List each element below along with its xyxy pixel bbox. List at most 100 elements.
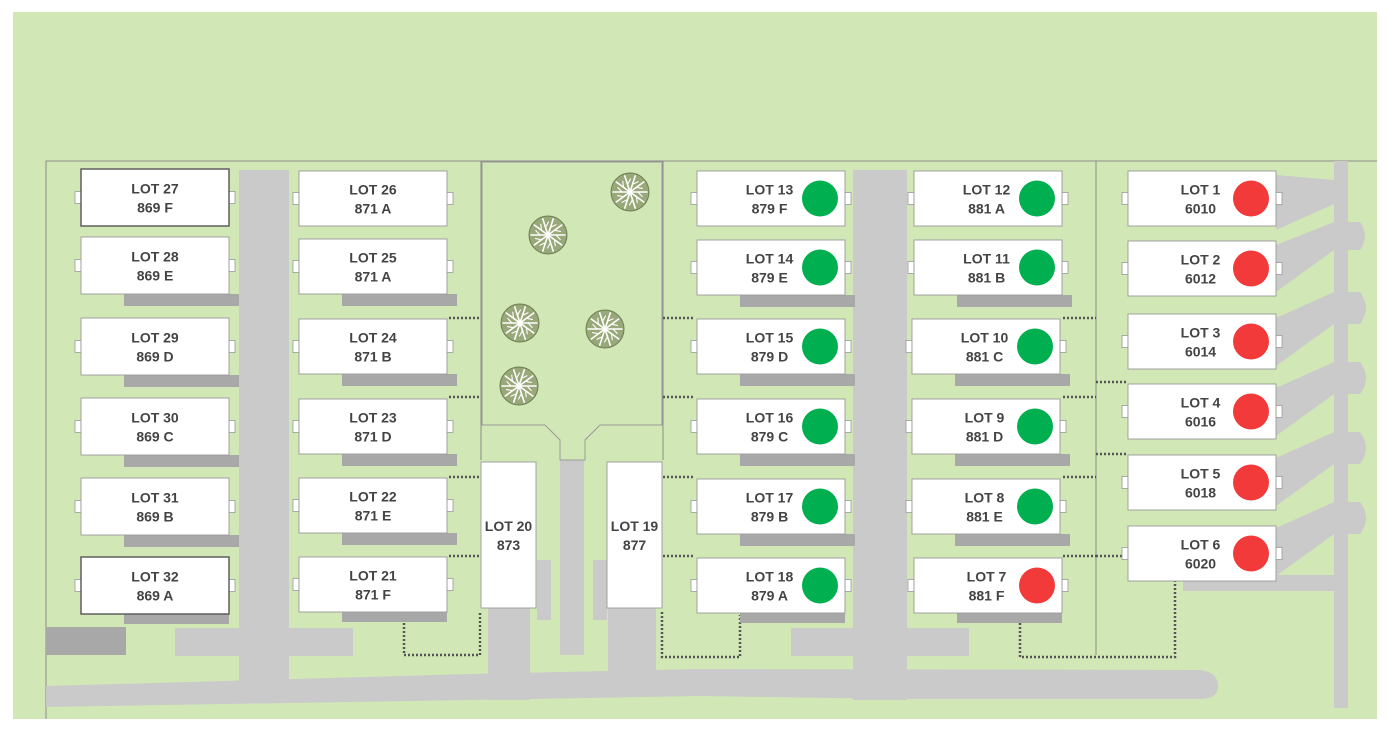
porch-stub bbox=[292, 499, 300, 512]
porch-stub bbox=[905, 340, 913, 353]
lot-number-label: LOT 4 bbox=[1181, 395, 1221, 411]
lot-address-label: 871 B bbox=[354, 349, 391, 365]
lot-number-label: LOT 13 bbox=[746, 182, 794, 198]
available-status-dot bbox=[1019, 249, 1055, 286]
garage-strip bbox=[124, 614, 229, 624]
porch-stub bbox=[690, 500, 698, 513]
available-status-dot bbox=[802, 488, 838, 525]
tree-icon bbox=[500, 303, 540, 343]
porch-stub bbox=[74, 191, 82, 204]
roads bbox=[46, 161, 1366, 708]
porch-stub bbox=[690, 420, 698, 433]
porch-stub bbox=[1121, 405, 1129, 418]
lot-building bbox=[80, 317, 230, 376]
porch-stub bbox=[292, 578, 300, 591]
porch-stub bbox=[844, 261, 852, 274]
available-status-dot bbox=[1017, 488, 1053, 525]
lot-building bbox=[80, 168, 230, 227]
porch-stub bbox=[690, 579, 698, 592]
lot-address-label: 869 E bbox=[137, 268, 174, 284]
lot-address-label: 879 F bbox=[752, 201, 788, 217]
porch-stub bbox=[1121, 476, 1129, 489]
lot-building bbox=[80, 236, 230, 295]
porch-stub bbox=[1275, 335, 1283, 348]
lot-address-label: 869 A bbox=[137, 588, 174, 604]
available-status-dot bbox=[802, 408, 838, 445]
lot-number-label: LOT 18 bbox=[746, 569, 794, 585]
porch-stub bbox=[228, 191, 236, 204]
garage-strip bbox=[740, 374, 855, 386]
porch-stub bbox=[1121, 335, 1129, 348]
porch-stub bbox=[74, 420, 82, 433]
lot-building bbox=[298, 318, 448, 375]
lot-address-label: 881 E bbox=[966, 509, 1003, 525]
porch-stub bbox=[1061, 261, 1069, 274]
garage-strip bbox=[342, 454, 457, 466]
garage-strip bbox=[740, 534, 855, 546]
garage-strip bbox=[955, 454, 1070, 466]
garage-strip bbox=[124, 455, 239, 467]
porch-stub bbox=[844, 340, 852, 353]
porch-stub bbox=[228, 420, 236, 433]
porch-stub bbox=[446, 192, 454, 205]
available-status-dot bbox=[1017, 408, 1053, 445]
garage-strip bbox=[740, 613, 845, 623]
garage-strip bbox=[955, 374, 1070, 386]
tree-icon bbox=[610, 172, 650, 212]
garage-strip bbox=[740, 295, 855, 307]
sold-status-dot bbox=[1233, 464, 1269, 501]
garage-strip bbox=[342, 533, 457, 545]
lot-building bbox=[298, 477, 448, 534]
lot-number-label: LOT 31 bbox=[131, 490, 179, 506]
porch-stub bbox=[690, 192, 698, 205]
porch-stub bbox=[844, 420, 852, 433]
garage-strip bbox=[957, 295, 1072, 307]
porch-stub bbox=[446, 260, 454, 273]
lot-number-label: LOT 25 bbox=[349, 250, 397, 266]
lot-13[interactable]: LOT 13 879 F bbox=[690, 170, 852, 227]
fence-lines bbox=[402, 316, 1177, 659]
porch-stub bbox=[446, 499, 454, 512]
lot-address-label: 871 D bbox=[354, 429, 391, 445]
tree-icon bbox=[528, 215, 568, 255]
lot-number-label: LOT 12 bbox=[963, 182, 1011, 198]
porch-stub bbox=[228, 259, 236, 272]
lot-number-label: LOT 27 bbox=[131, 181, 179, 197]
lot-building bbox=[298, 170, 448, 227]
lot-building bbox=[80, 397, 230, 456]
sold-status-dot bbox=[1233, 393, 1269, 430]
porch-stub bbox=[292, 420, 300, 433]
